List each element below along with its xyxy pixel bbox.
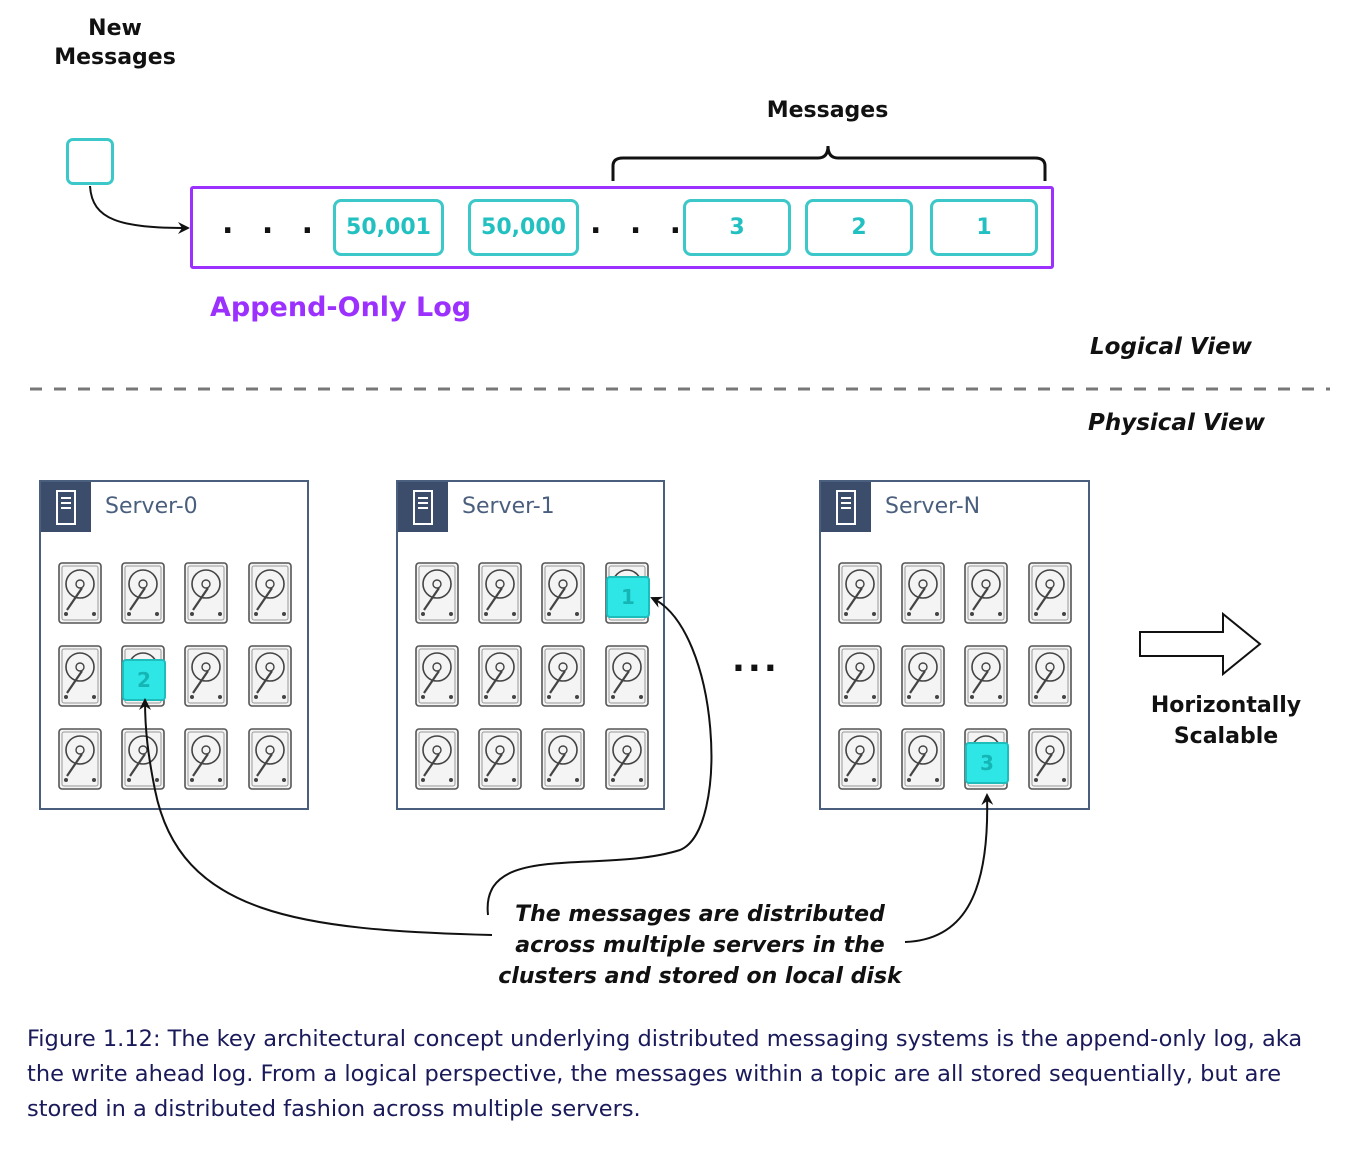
hard-disk-icon [838,562,882,628]
logical-view-label: Logical View [1090,334,1252,360]
hard-disk-icon [1028,562,1072,628]
log-ellipsis-left: . . . [222,206,323,241]
hard-disk-icon [248,562,292,628]
arrow-to-server-n [904,793,994,943]
arrow-to-server-0 [139,698,493,936]
horizontally-scalable-label: Horizontally Scalable [1150,693,1302,749]
hard-disk-icon [605,728,649,794]
server-ellipsis: ... [732,640,780,680]
hard-disk-icon [58,645,102,711]
hard-disk-icon [838,645,882,711]
hard-disk-icon [964,645,1008,711]
new-messages-label: New Messages [54,16,176,70]
server-0: Server-0 2 [39,480,309,810]
server-icon [821,482,871,532]
hard-disk-icon [901,645,945,711]
hard-disk-icon [415,728,459,794]
messages-label: Messages [766,98,889,123]
append-only-log-bar [190,186,1054,269]
hard-disk-icon [415,562,459,628]
physical-view-label: Physical View [1088,410,1265,436]
hard-disk-icon [478,645,522,711]
stored-message-tile: 3 [965,742,1009,784]
server-name: Server-1 [462,494,555,519]
hard-disk-icon [964,562,1008,628]
log-entry-50001: 50,001 [333,199,444,256]
hard-disk-icon [184,562,228,628]
log-entry-3: 3 [683,199,791,256]
log-entry-50000: 50,000 [468,199,579,256]
hard-disk-icon [541,645,585,711]
hard-disk-icon [605,645,649,711]
hard-disk-icon [415,645,459,711]
server-1: Server-1 1 [396,480,665,810]
log-entry-1: 1 [930,199,1038,256]
server-name: Server-N [885,494,981,519]
figure-caption: Figure 1.12: The key architectural conce… [27,1026,1303,1122]
hard-disk-icon [541,562,585,628]
server-n: Server-N 3 [819,480,1090,810]
hard-disk-icon [838,728,882,794]
hard-disk-icon [184,728,228,794]
server-name: Server-0 [105,494,198,519]
server-icon [398,482,448,532]
log-entry-2: 2 [805,199,913,256]
hard-disk-icon [58,728,102,794]
arrow-to-server-1 [486,596,713,916]
hard-disk-icon [121,728,165,794]
stored-message-tile: 2 [122,659,166,701]
hard-disk-icon [184,645,228,711]
hard-disk-icon [1028,728,1072,794]
scalable-arrow-icon [1139,611,1262,677]
hard-disk-icon [1028,645,1072,711]
hard-disk-icon [901,728,945,794]
hard-disk-icon [248,728,292,794]
log-ellipsis-mid: . . . [590,206,691,241]
hard-disk-icon [478,728,522,794]
hard-disk-icon [248,645,292,711]
hard-disk-icon [541,728,585,794]
server-icon [41,482,91,532]
stored-message-tile: 1 [606,576,650,618]
hard-disk-icon [121,562,165,628]
messages-brace [611,145,1047,181]
append-only-log-label: Append-Only Log [210,292,472,323]
distributed-note: The messages are distributed across mult… [498,902,902,989]
hard-disk-icon [478,562,522,628]
new-message-box [66,138,114,185]
new-message-arrow [89,185,190,234]
hard-disk-icon [901,562,945,628]
hard-disk-icon [58,562,102,628]
